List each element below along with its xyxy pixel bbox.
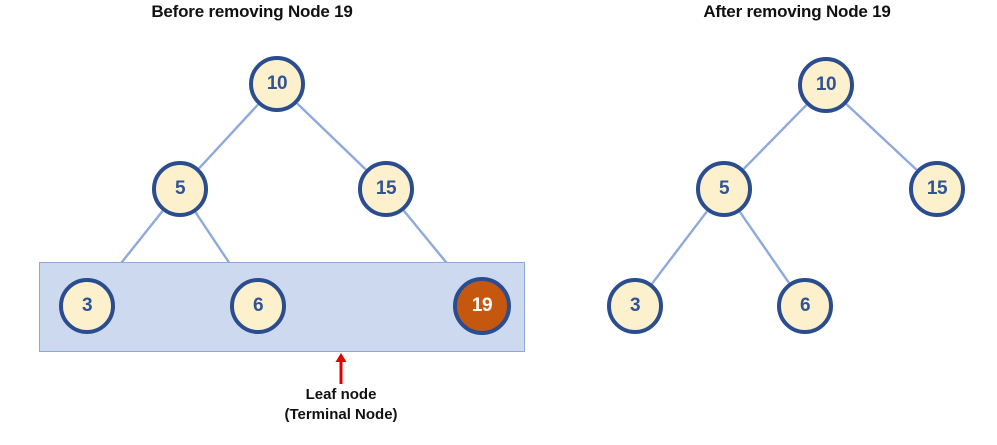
- panel-title-before: Before removing Node 19: [151, 2, 353, 21]
- tree-node-value: 3: [81, 295, 93, 316]
- tree-node-value: 10: [815, 74, 837, 95]
- tree-edge: [198, 104, 259, 169]
- tree-node-10[interactable]: 10: [249, 56, 305, 112]
- tree-node-value: 6: [799, 295, 811, 316]
- tree-node-value: 10: [266, 73, 288, 94]
- tree-edge: [743, 104, 807, 170]
- tree-node-5[interactable]: 5: [696, 161, 752, 217]
- tree-node-value: 5: [718, 178, 730, 199]
- tree-node-6[interactable]: 6: [230, 278, 286, 334]
- tree-node-3[interactable]: 3: [59, 278, 115, 334]
- leaf-node-caption-line-2: (Terminal Node): [284, 406, 398, 423]
- tree-node-10[interactable]: 10: [798, 57, 854, 113]
- tree-node-6[interactable]: 6: [777, 278, 833, 334]
- tree-node-value: 6: [252, 295, 264, 316]
- tree-edge: [296, 102, 367, 171]
- tree-node-15[interactable]: 15: [909, 161, 965, 217]
- tree-node-value: 15: [926, 178, 948, 199]
- tree-node-value: 3: [629, 295, 641, 316]
- tree-node-value: 15: [375, 178, 397, 199]
- tree-node-15[interactable]: 15: [358, 161, 414, 217]
- panel-title-after: After removing Node 19: [703, 2, 891, 21]
- tree-edge: [651, 210, 708, 285]
- tree-edge: [845, 103, 918, 171]
- leaf-node-caption-line-1: Leaf node: [305, 386, 377, 403]
- tree-edge: [739, 211, 790, 284]
- tree-node-value: 5: [174, 178, 186, 199]
- leaf-row-highlight-box: [39, 262, 525, 352]
- tree-node-value: 19: [471, 295, 493, 316]
- tree-node-3[interactable]: 3: [607, 278, 663, 334]
- tree-node-19[interactable]: 19: [453, 277, 511, 335]
- tree-node-5[interactable]: 5: [152, 161, 208, 217]
